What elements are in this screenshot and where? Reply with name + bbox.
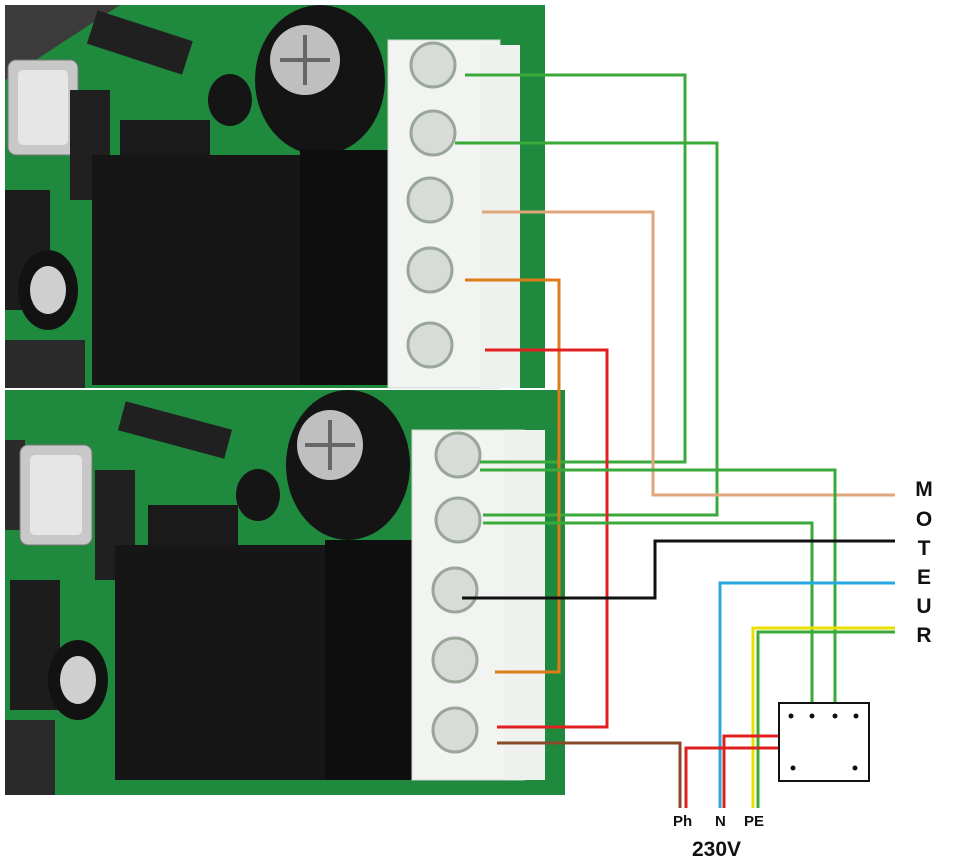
earth-label: PE <box>744 813 765 830</box>
junction-box <box>778 702 870 782</box>
relay-bottom <box>115 540 413 780</box>
motor-label-letter: E <box>916 566 931 589</box>
wire-red-common <box>485 348 609 729</box>
relay-board-bottom <box>5 390 565 795</box>
wire-orange-common <box>465 278 561 674</box>
phase-label: Ph <box>673 813 693 830</box>
supply-voltage-label: 230V <box>692 838 742 861</box>
wire-green-bottom2 <box>483 521 814 715</box>
neutral-label: N <box>715 813 726 830</box>
wire-green-top2 <box>455 141 719 517</box>
motor-label-letter: R <box>916 624 932 647</box>
motor-label-letter: O <box>915 508 933 531</box>
crystal-oscillator-bottom <box>19 444 93 546</box>
wire-tan-motor <box>482 210 895 497</box>
capacitor-top <box>255 5 385 155</box>
crystal-oscillator-top <box>7 59 79 156</box>
wire-black-motor <box>462 539 895 600</box>
wire-red-phase <box>684 746 795 808</box>
motor-label-letter: T <box>917 537 931 560</box>
relay-board-top <box>5 5 545 389</box>
terminal-block-bottom <box>411 429 545 781</box>
wire-green-top1 <box>465 73 687 464</box>
motor-label-letter: M <box>915 478 933 501</box>
terminal-block-top <box>387 39 520 389</box>
motor-label-letter: U <box>916 595 932 618</box>
wire-blue-neutral <box>718 581 895 808</box>
wire-brown-phase <box>497 741 682 808</box>
relay-top <box>92 150 392 385</box>
capacitor-bottom <box>286 390 410 540</box>
